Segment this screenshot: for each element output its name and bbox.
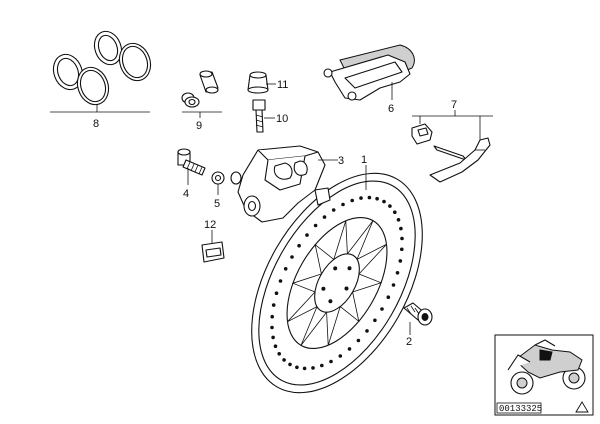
brake-caliper[interactable] <box>230 145 331 223</box>
disc-vent-holes <box>270 195 404 371</box>
retaining-clip[interactable] <box>201 241 225 263</box>
callout-10: 10 <box>276 113 288 125</box>
hub-bolt-holes <box>321 266 352 304</box>
brake-disc[interactable] <box>216 144 457 422</box>
dust-cap[interactable] <box>247 71 269 94</box>
callout-4: 4 <box>183 188 189 200</box>
callout-5: 5 <box>214 198 220 210</box>
callout-11: 11 <box>277 79 288 91</box>
disc-bolt[interactable] <box>403 302 433 326</box>
vehicle-thumbnail[interactable]: 00133325 <box>494 334 594 416</box>
triangle-icon <box>575 401 589 413</box>
guide-sleeves[interactable] <box>181 70 219 108</box>
disc-spokes <box>287 220 387 346</box>
callout-8: 8 <box>93 118 99 130</box>
caliper-bolt[interactable] <box>177 148 206 176</box>
brake-pads[interactable] <box>323 44 415 101</box>
motorcycle-icon <box>507 339 586 395</box>
callout-12: 12 <box>204 219 216 231</box>
callout-leader-lines <box>50 82 493 335</box>
pad-pin-and-spring[interactable] <box>411 123 491 183</box>
washer[interactable] <box>211 171 225 185</box>
bleed-screw[interactable] <box>252 99 266 133</box>
callout-2: 2 <box>406 336 412 348</box>
reference-number: 00133325 <box>499 404 542 414</box>
callout-6: 6 <box>388 103 394 115</box>
callout-7: 7 <box>451 99 457 111</box>
callout-labels: 1 2 3 4 5 6 7 8 9 10 11 12 <box>93 79 457 348</box>
caliper-seal-set[interactable] <box>49 28 156 109</box>
callout-1: 1 <box>361 154 367 166</box>
callout-3: 3 <box>338 155 344 167</box>
callout-9: 9 <box>196 120 202 132</box>
